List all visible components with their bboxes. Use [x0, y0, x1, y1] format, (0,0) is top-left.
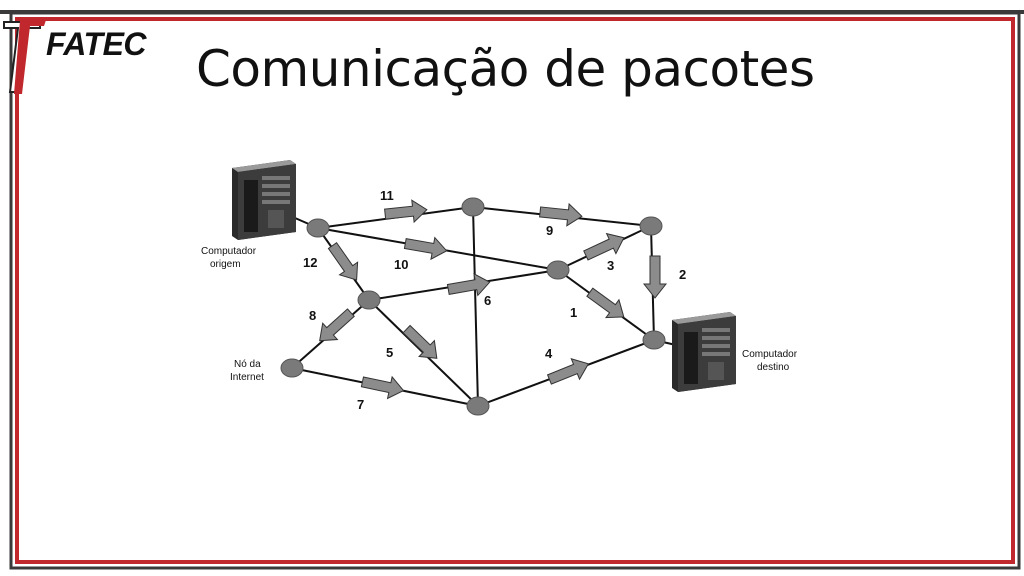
destination-caption-line1: Computador	[742, 349, 798, 360]
node-middle-right	[546, 260, 570, 280]
route-label-2: 2	[679, 267, 686, 282]
arrow-route-4	[544, 353, 594, 391]
network-nodes	[280, 197, 666, 416]
fatec-logo-text: FATEC	[46, 26, 147, 62]
route-label-3: 3	[607, 258, 614, 273]
destination-computer-icon	[672, 312, 736, 392]
internet-caption-line1: Nó da	[234, 359, 261, 370]
route-label-12: 12	[303, 255, 317, 270]
arrow-route-10	[402, 232, 450, 263]
route-label-8: 8	[309, 308, 316, 323]
node-middle-left	[357, 290, 381, 310]
route-label-4: 4	[545, 346, 553, 361]
internet-caption-line2: Internet	[230, 372, 264, 383]
node-source	[306, 218, 330, 238]
source-caption-line2: origem	[210, 259, 241, 270]
node-top-right	[639, 216, 663, 236]
arrow-route-3	[580, 227, 630, 266]
route-label-11: 11	[380, 188, 394, 203]
route-label-1: 1	[570, 305, 577, 320]
fatec-logo-icon	[3, 20, 46, 94]
route-label-6: 6	[484, 293, 491, 308]
route-label-7: 7	[357, 397, 364, 412]
source-caption-line1: Computador	[201, 246, 257, 257]
destination-caption-line2: destino	[757, 362, 790, 373]
arrow-route-8	[311, 303, 359, 350]
arrow-route-2	[643, 255, 667, 299]
source-computer-icon	[232, 160, 296, 240]
node-internet	[280, 358, 304, 378]
route-label-10: 10	[394, 257, 408, 272]
node-bottom	[466, 396, 490, 416]
arrow-route-5	[398, 320, 445, 367]
route-label-9: 9	[546, 223, 553, 238]
arrow-route-7	[359, 370, 407, 402]
node-top	[461, 197, 485, 217]
node-destination	[642, 330, 666, 350]
route-label-5: 5	[386, 345, 393, 360]
slide-title: Comunicação de pacotes	[196, 40, 815, 98]
arrow-route-1	[582, 282, 631, 327]
